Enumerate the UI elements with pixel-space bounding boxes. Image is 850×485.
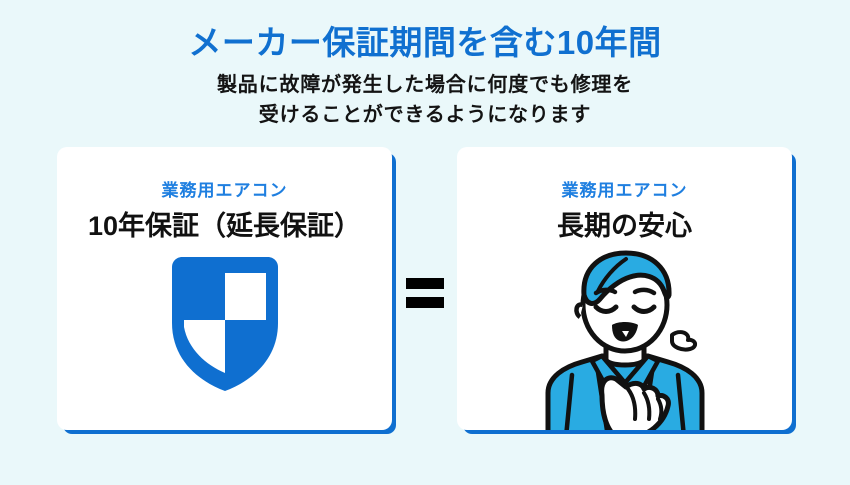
page-subtitle-line-1: 製品に故障が発生した場合に何度でも修理を [217,74,633,96]
card-peace-of-mind-eyebrow: 業務用エアコン [561,181,688,200]
card-warranty: 業務用エアコン 10年保証（延長保証） [57,147,392,430]
equals-sign [406,278,444,308]
card-warranty-title: 10年保証（延長保証） [87,211,362,241]
equals-bar-top [406,278,444,289]
card-peace-of-mind-title: 長期の安心 [557,211,692,241]
card-peace-of-mind: 業務用エアコン 長期の安心 [457,147,792,430]
page-title: メーカー保証期間を含む10年間 [188,24,662,61]
shield-icon [166,255,284,393]
equals-bar-bottom [406,297,444,308]
relieved-person-icon [530,247,720,430]
page-subtitle: 製品に故障が発生した場合に何度でも修理を 受けることができるようになります [0,70,850,131]
page-subtitle-line-2: 受けることができるようになります [258,104,592,127]
card-warranty-eyebrow: 業務用エアコン [161,181,288,200]
